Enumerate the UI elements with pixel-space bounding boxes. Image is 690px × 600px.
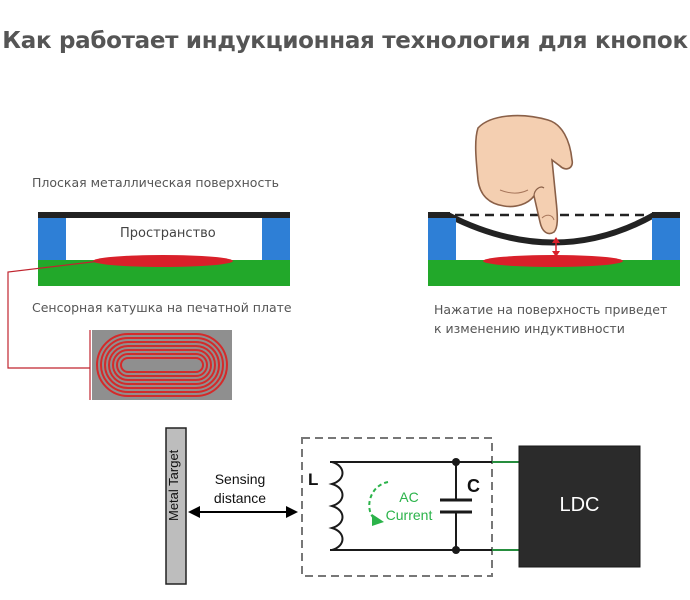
sensing-distance-label: Sensing distance: [213, 471, 267, 506]
left-spacer: [38, 218, 66, 260]
metal-plate: [38, 212, 290, 218]
coil-pcb-image: [92, 330, 232, 400]
coil-label: Сенсорная катушка на печатной плате: [32, 300, 292, 315]
sensor-coil: [93, 255, 233, 267]
circuit-wires: [328, 461, 520, 551]
ldc-chip-label: LDC: [559, 494, 600, 516]
sensor-dashed-box: [301, 437, 493, 577]
coil-leader-line: [7, 260, 101, 369]
right-left-spacer: [428, 218, 456, 260]
page-title: Как работает индукционная технология для…: [2, 28, 688, 54]
metal-target-label: Metal Target: [166, 449, 181, 521]
capacitor-label: C: [467, 476, 480, 496]
metal-target: [165, 427, 187, 585]
space-label: Пространство: [120, 226, 216, 241]
inductor-label: L: [308, 470, 319, 489]
flat-surface-label: Плоская металлическая поверхность: [32, 175, 279, 190]
right-right-spacer: [652, 218, 680, 260]
press-label: Нажатие на поверхность приведет к измене…: [434, 302, 668, 336]
finger-icon: [474, 114, 574, 235]
ac-current-label: AC Current: [385, 489, 433, 523]
right-sensor-coil: [483, 255, 623, 267]
ldc-chip: [518, 445, 641, 568]
right-spacer: [262, 218, 290, 260]
gap-arrow: [552, 237, 560, 257]
sensing-distance-arrow: [188, 506, 298, 518]
capacitor-plates: [440, 498, 472, 514]
current-arrow-icon: [368, 481, 389, 526]
